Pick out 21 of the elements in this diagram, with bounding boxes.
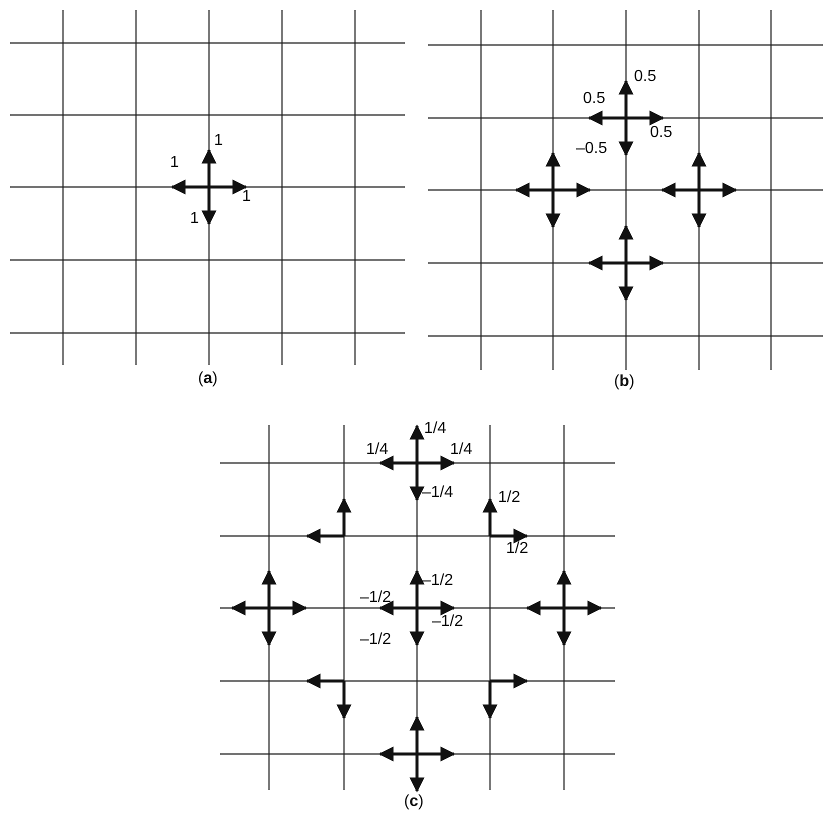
vector-value-label: –1/2 [422, 572, 454, 590]
panel-label: (b) [614, 373, 634, 391]
vector-value-label: 1/2 [498, 489, 520, 507]
vector-value-label: 1/4 [366, 441, 388, 459]
vector-value-label: 1/4 [424, 420, 446, 438]
vector-value-label: 0.5 [650, 124, 672, 142]
vector-value-label: –1/2 [360, 631, 392, 649]
vector-value-label: 1 [214, 132, 223, 150]
vector-value-label: 0.5 [583, 90, 606, 108]
vector-value-label: 1 [242, 188, 251, 206]
vector-value-label: –1/2 [432, 613, 464, 631]
vector-value-label: –1/2 [360, 589, 392, 607]
panel-label: (a) [198, 370, 218, 388]
panel-label: (c) [404, 793, 424, 811]
vector-value-label: –0.5 [576, 140, 608, 158]
vector-value-label: 0.5 [634, 68, 656, 86]
vector-value-label: 1/4 [450, 441, 472, 459]
vector-value-label: 1 [190, 210, 199, 228]
vector-value-label: 1 [170, 154, 179, 172]
vector-value-label: –1/4 [422, 484, 454, 502]
vector-value-label: 1/2 [506, 540, 528, 558]
